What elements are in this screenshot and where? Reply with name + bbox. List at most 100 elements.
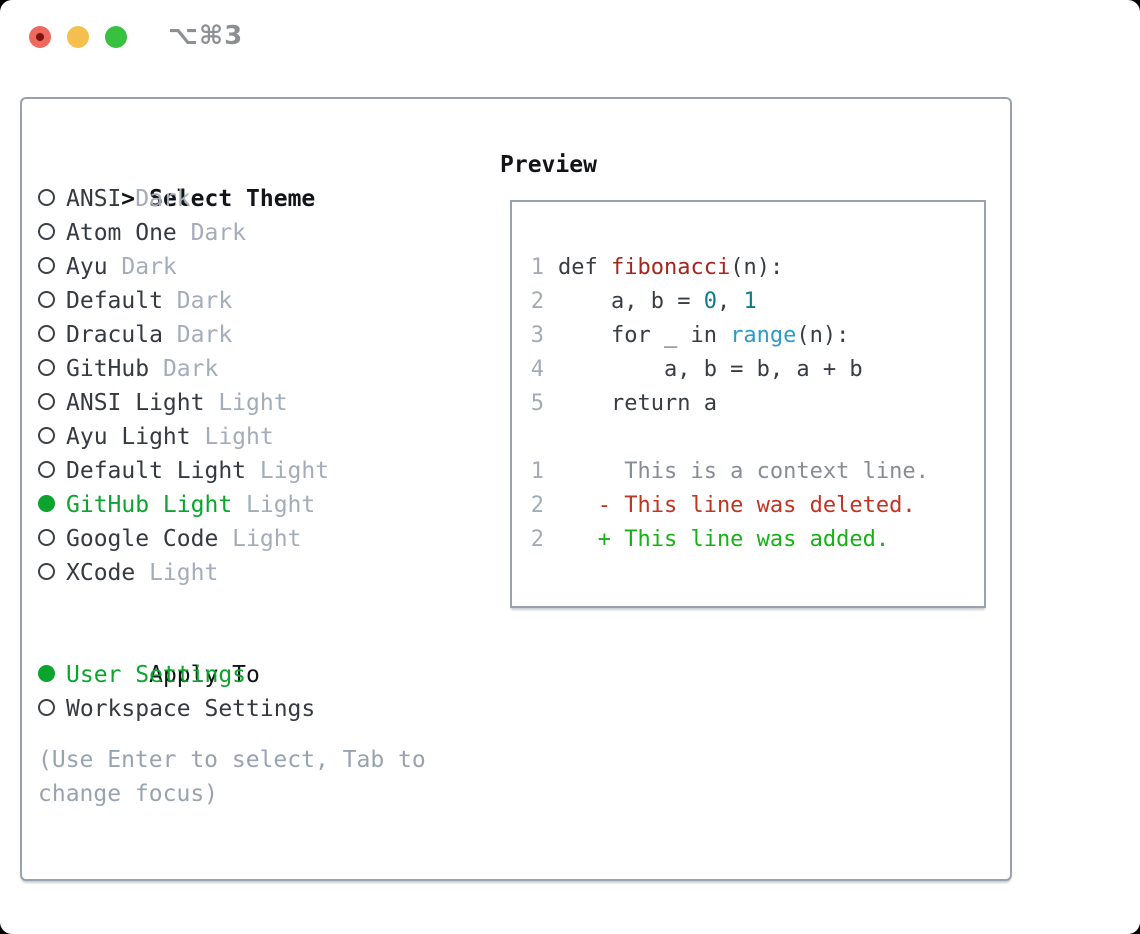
- radio-unselected-icon: [38, 692, 66, 726]
- theme-name: GitHub: [66, 356, 150, 382]
- code-segment: fibonacci: [610, 255, 731, 280]
- theme-variant: Light: [204, 424, 274, 450]
- code-text: + This line was added.: [558, 523, 889, 557]
- theme-option-default[interactable]: Default Dark: [38, 284, 478, 318]
- code-text: for _ in range(n):: [558, 319, 849, 353]
- window-title: ⌥⌘3: [168, 21, 244, 51]
- apply-option-workspace-settings[interactable]: Workspace Settings: [38, 692, 478, 726]
- code-line: 4 a, b = b, a + b: [530, 353, 984, 387]
- apply-option-user-settings[interactable]: User Settings: [38, 658, 478, 692]
- theme-variant: Dark: [190, 220, 247, 246]
- theme-variant: Light: [218, 390, 288, 416]
- radio-circle-icon: [38, 529, 55, 546]
- radio-circle-icon: [38, 223, 55, 240]
- radio-circle-icon: [38, 325, 55, 342]
- code-segment: 0: [703, 289, 717, 314]
- code-segment: range: [730, 323, 797, 348]
- line-number: 2: [530, 493, 544, 518]
- theme-name: Default: [66, 288, 163, 314]
- code-text: This is a context line.: [558, 455, 929, 489]
- theme-name: ANSI Light: [66, 390, 205, 416]
- theme-variant: Light: [259, 458, 330, 484]
- theme-option-ansi-light[interactable]: ANSI Light Light: [38, 386, 478, 420]
- apply-option-label: User Settings: [66, 662, 247, 688]
- apply-to-label: Apply To: [149, 662, 260, 688]
- theme-name: Google Code: [66, 526, 219, 552]
- radio-circle-icon: [38, 427, 55, 444]
- theme-name: Default Light: [66, 458, 247, 484]
- code-text: def fibonacci(n):: [558, 251, 783, 285]
- code-segment: 1: [743, 289, 757, 314]
- theme-variant: Dark: [121, 254, 177, 280]
- modified-dot-icon: [36, 33, 44, 41]
- code-line: [530, 421, 984, 455]
- theme-option-ansi[interactable]: ANSI Dark: [38, 182, 478, 216]
- theme-variant: Light: [246, 492, 316, 518]
- theme-name: XCode: [66, 560, 136, 586]
- radio-selected-icon: [38, 488, 66, 522]
- radio-circle-icon: [38, 291, 55, 308]
- code-line: 1 def fibonacci(n):: [530, 251, 984, 285]
- theme-variant: Dark: [135, 186, 191, 212]
- select-theme-label: Select Theme: [149, 186, 316, 212]
- code-segment: for _ in: [558, 323, 731, 348]
- theme-option-google-code[interactable]: Google Code Light: [38, 522, 478, 556]
- code-segment: This is a context line.: [558, 459, 929, 484]
- radio-unselected-icon: [38, 522, 66, 556]
- radio-circle-icon: [38, 563, 55, 580]
- code-line: 3 for _ in range(n):: [530, 319, 984, 353]
- radio-unselected-icon: [38, 284, 66, 318]
- theme-option-atom-one[interactable]: Atom One Dark: [38, 216, 478, 250]
- radio-circle-icon: [38, 393, 55, 410]
- radio-unselected-icon: [38, 250, 66, 284]
- apply-to-header: Apply To: [38, 624, 478, 688]
- radio-circle-icon: [38, 461, 55, 478]
- theme-option-dracula[interactable]: Dracula Dark: [38, 318, 478, 352]
- prompt-arrow-icon: >: [121, 186, 135, 212]
- theme-option-default-light[interactable]: Default Light Light: [38, 454, 478, 488]
- minimize-button[interactable]: [67, 26, 89, 48]
- theme-option-github-light[interactable]: GitHub Light Light: [38, 488, 478, 522]
- code-line: 1 This is a context line.: [530, 455, 984, 489]
- theme-name: Dracula: [66, 322, 163, 348]
- radio-circle-icon: [38, 665, 55, 682]
- code-line: 2 + This line was added.: [530, 523, 984, 557]
- theme-variant: Dark: [176, 322, 233, 348]
- line-number: 3: [530, 323, 544, 348]
- code-segment: def: [558, 255, 611, 280]
- theme-name: ANSI: [66, 186, 122, 212]
- theme-name: Atom One: [66, 220, 177, 246]
- radio-unselected-icon: [38, 386, 66, 420]
- theme-name: GitHub Light: [66, 492, 233, 518]
- line-number: 1: [530, 255, 544, 280]
- zoom-button[interactable]: [105, 26, 127, 48]
- code-text: - This line was deleted.: [558, 489, 916, 523]
- close-button[interactable]: [29, 26, 51, 48]
- code-text: a, b = 0, 1: [558, 285, 757, 319]
- line-number: [530, 421, 544, 455]
- apply-option-label: Workspace Settings: [66, 696, 316, 722]
- code-segment: a, b = b, a + b: [558, 357, 863, 382]
- code-segment: (n):: [796, 323, 850, 348]
- radio-unselected-icon: [38, 318, 66, 352]
- line-number: 4: [530, 357, 544, 382]
- theme-variant: Light: [232, 526, 302, 552]
- code-segment: ,: [716, 289, 744, 314]
- theme-variant: Dark: [176, 288, 233, 314]
- radio-circle-icon: [38, 359, 55, 376]
- radio-circle-icon: [38, 189, 55, 206]
- radio-unselected-icon: [38, 556, 66, 590]
- radio-unselected-icon: [38, 420, 66, 454]
- spacer: [38, 590, 478, 624]
- radio-selected-icon: [38, 658, 66, 692]
- code-line: 2 - This line was deleted.: [530, 489, 984, 523]
- radio-circle-icon: [38, 257, 55, 274]
- code-line: 5 return a: [530, 387, 984, 421]
